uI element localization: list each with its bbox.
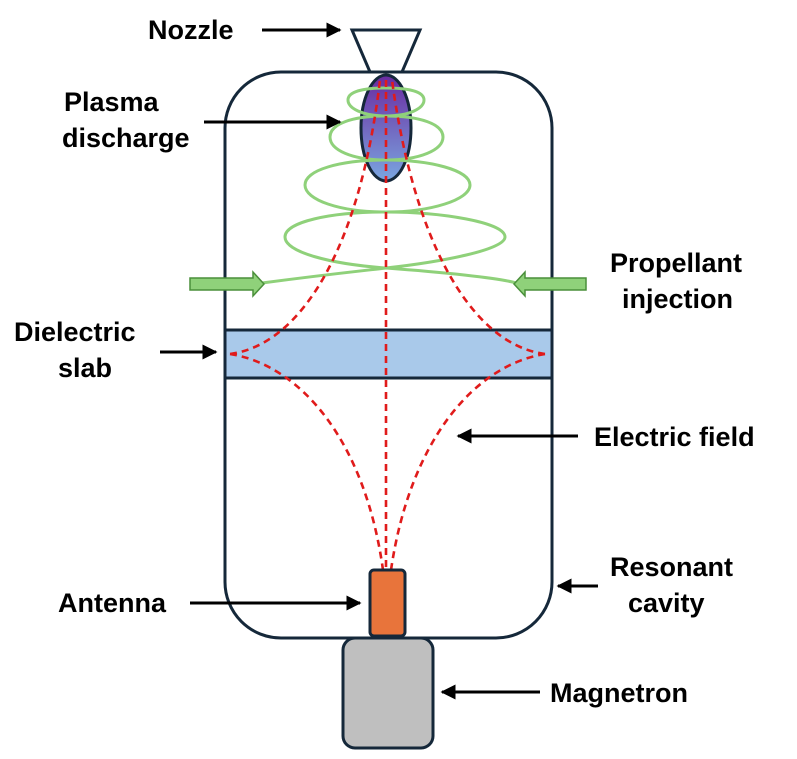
magnetron <box>341 636 435 750</box>
nozzle-shape <box>349 28 423 74</box>
propellant-arrow-left <box>189 270 266 298</box>
label-dielectric-line1: Dielectric <box>14 317 136 347</box>
label-nozzle: Nozzle <box>148 15 234 45</box>
antenna <box>368 568 407 638</box>
label-resonant-line2: cavity <box>628 588 705 618</box>
dielectric-slab <box>223 328 554 380</box>
label-electric-field: Electric field <box>594 422 755 452</box>
label-plasma-line2: discharge <box>62 123 190 153</box>
label-antenna: Antenna <box>58 588 167 618</box>
electric-field-lines <box>229 79 546 630</box>
label-propellant-line1: Propellant <box>610 248 742 278</box>
label-resonant-line1: Resonant <box>610 552 733 582</box>
label-plasma-line1: Plasma <box>64 87 160 117</box>
label-propellant-line2: injection <box>622 284 733 314</box>
label-magnetron: Magnetron <box>550 678 688 708</box>
label-dielectric-line2: slab <box>58 353 112 383</box>
propellant-arrow-right <box>512 270 587 298</box>
